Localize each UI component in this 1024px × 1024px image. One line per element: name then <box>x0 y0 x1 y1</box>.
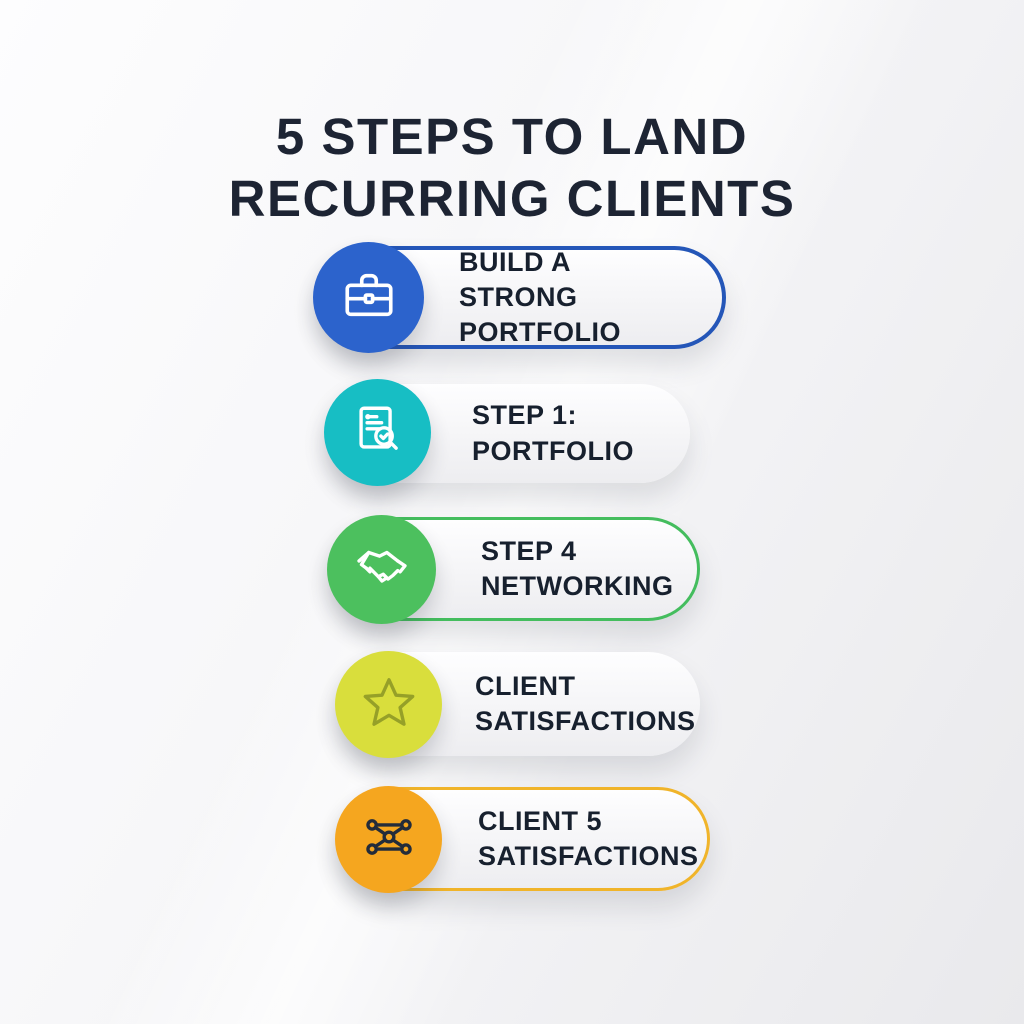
document-search-icon <box>349 401 407 464</box>
page-title-line1: 5 STEPS TO LAND <box>275 108 749 166</box>
step-label-line1: CLIENT <box>475 670 576 701</box>
briefcase-icon <box>340 266 398 329</box>
step-circle <box>335 786 442 893</box>
star-icon <box>360 673 418 736</box>
step-circle <box>327 515 436 624</box>
network-icon <box>360 808 418 871</box>
step-label-line1: CLIENT 5 <box>478 805 603 836</box>
step-circle <box>335 651 442 758</box>
page-title: 5 STEPS TO LAND RECURRING CLIENTS <box>0 106 1024 230</box>
step-circle <box>324 379 431 486</box>
handshake-icon <box>353 538 411 601</box>
step-label-line2: SATISFACTIONS <box>475 706 696 736</box>
step-label-line2: NETWORKING <box>481 571 674 601</box>
step-label-line1: STEP 4 <box>481 535 577 566</box>
step-label-line2: STRONG PORTFOLIO <box>459 281 621 348</box>
step-label-line2: PORTFOLIO <box>472 435 634 466</box>
step-label-line1: STEP 1: <box>472 400 578 431</box>
page-title-line2: RECURRING CLIENTS <box>228 170 796 228</box>
step-label-line1: BUILD A <box>459 246 571 277</box>
step-label-line2: SATISFACTIONS <box>478 841 699 871</box>
step-circle <box>313 242 424 353</box>
